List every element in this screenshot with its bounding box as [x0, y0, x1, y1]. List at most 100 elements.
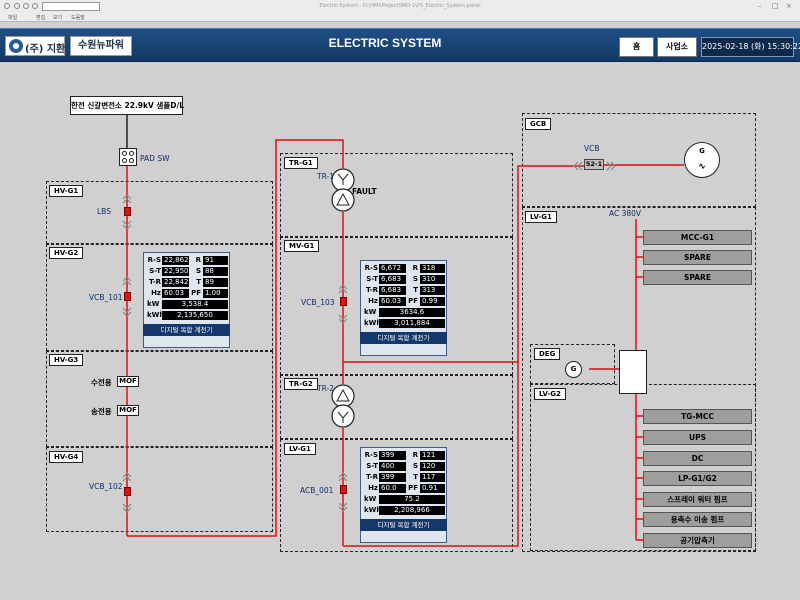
label-lv-g2: LV-G2 [534, 388, 566, 400]
meter-1-r: 91 [203, 256, 228, 265]
menu-view[interactable]: 보기 [53, 15, 63, 21]
close-icon[interactable]: × [786, 2, 792, 10]
maximize-icon[interactable]: □ [772, 2, 779, 10]
load-condensate-pump[interactable]: 용축수 이송 펌프 [643, 512, 752, 527]
generator-icon[interactable]: G∿ [684, 142, 720, 178]
deg-generator-label: G [570, 365, 577, 373]
minimize-icon[interactable]: – [758, 2, 762, 10]
lbs-label: LBS [97, 207, 111, 216]
meter-1-hz: 60.03 [162, 289, 189, 298]
mof-send[interactable]: MOF [117, 405, 139, 416]
page-title: ELECTRIC SYSTEM [328, 36, 442, 50]
bus-hv-to-tr1 [127, 139, 344, 537]
load-ups[interactable]: UPS [643, 430, 752, 445]
ac-voltage-label: AC 380V [609, 209, 642, 218]
meter-2-kwh: 3,011,884 [379, 319, 445, 328]
mof-receive[interactable]: MOF [117, 376, 139, 387]
meter-2-rs: 6,672 [379, 264, 406, 273]
label-deg: DEG [534, 348, 561, 360]
meter-2-r: 318 [420, 264, 445, 273]
vcb-102-label: VCB_102 [89, 482, 123, 491]
back-icon[interactable] [14, 3, 20, 9]
refresh-icon[interactable] [32, 3, 38, 9]
meter-2-t: 313 [420, 286, 445, 295]
meter-3-name: 디지털 복합 계전기 [360, 519, 447, 531]
meter-2-st: 6,683 [379, 275, 406, 284]
forward-icon[interactable] [23, 3, 29, 9]
datetime-display: 2025-02-18 (화) 15:30:22 [701, 37, 800, 57]
load-tg-mcc[interactable]: TG-MCC [643, 409, 752, 424]
bus-lv-return [343, 362, 519, 547]
group-gcb [522, 113, 756, 207]
address-field[interactable] [42, 2, 100, 11]
vcb-52-1-tag[interactable]: 52-1 [584, 159, 604, 170]
tr2-label: TR-2 [317, 384, 334, 393]
tr2-secondary [331, 404, 355, 428]
window-title: Electric System - D:\HMI\Project\IMO-1\P… [319, 3, 481, 9]
acb-001-breaker[interactable] [340, 485, 347, 494]
meter-2-pf: 0.99 [420, 297, 445, 306]
meter-3-tr: 399 [379, 473, 406, 482]
home-button[interactable]: 홈 [619, 37, 654, 57]
deg-generator-icon[interactable]: G [565, 361, 582, 378]
group-deg [530, 344, 615, 384]
load-spare-1[interactable]: SPARE [643, 250, 752, 265]
group-tr-g1 [280, 153, 513, 237]
load-spray-water-pump[interactable]: 스프레이 워터 펌프 [643, 492, 752, 507]
vcb-102-breaker[interactable] [124, 487, 131, 496]
menu-help[interactable]: 도움말 [71, 15, 85, 21]
meter-2-kw: 3634.6 [379, 308, 445, 317]
fault-label: FAULT [352, 187, 377, 196]
load-air-compressor[interactable]: 공기압축기 [643, 533, 752, 548]
vcb-101-breaker[interactable] [124, 292, 131, 301]
label-mv-g1: MV-G1 [284, 240, 320, 252]
acb-001-label: ACB_001 [300, 486, 334, 495]
label-lv-g1: LV-G1 [284, 443, 316, 455]
single-line-diagram: 한전 신갈변전소 22.9kV 샘플D/L PAD SW HV-G1 HV-G2… [0, 64, 800, 600]
meter-1-kwh: 2,135,650 [162, 311, 228, 320]
label-hv-g3: HV-G3 [49, 354, 84, 366]
group-lv-g1-right [522, 207, 756, 552]
meter-3-t: 117 [420, 473, 445, 482]
recv-label: 수전용 [91, 378, 112, 387]
meter-1-st: 22,950 [162, 267, 189, 276]
vcb-103-label: VCB_103 [301, 298, 335, 307]
label-lv-g1-right: LV-G1 [525, 211, 557, 223]
meter-3-kw: 75.2 [379, 495, 445, 504]
meter-3-st: 400 [379, 462, 406, 471]
meter-1-s: 88 [203, 267, 228, 276]
pad-switch[interactable] [119, 148, 137, 166]
load-lp-g1-g2[interactable]: LP-G1/G2 [643, 471, 752, 486]
bus-mv-to-gcb [343, 165, 584, 363]
tr2-primary [331, 384, 355, 408]
group-tr-g2 [280, 375, 513, 439]
meter-3-pf: 0.91 [420, 484, 445, 493]
meter-2-hz: 60.03 [379, 297, 406, 306]
group-lv-g1 [280, 439, 513, 552]
site-button[interactable]: 사업소 [657, 37, 697, 57]
lbs-breaker[interactable] [124, 207, 131, 216]
menu-edit[interactable]: 편집 [36, 15, 46, 21]
meter-3-kwh: 2,208,966 [379, 506, 445, 515]
load-spare-2[interactable]: SPARE [643, 270, 752, 285]
transfer-switch[interactable] [619, 350, 647, 394]
logo-text: (주) 지환 [25, 44, 66, 55]
meter-3-s: 120 [420, 462, 445, 471]
meter-1-rs: 22,862 [162, 256, 189, 265]
company-logo: (주) 지환 [5, 36, 65, 56]
vcb-103-breaker[interactable] [340, 297, 347, 306]
label-hv-g4: HV-G4 [49, 451, 84, 463]
load-mcc-g1[interactable]: MCC-G1 [643, 230, 752, 245]
header-bar: (주) 지환 수원뉴파워 ELECTRIC SYSTEM 홈 사업소 2025-… [0, 28, 800, 62]
source-label: 한전 신갈변전소 22.9kV 샘플D/L [70, 96, 184, 115]
generator-label: G [699, 147, 705, 155]
pad-sw-label: PAD SW [140, 154, 170, 163]
load-dc[interactable]: DC [643, 451, 752, 466]
menu-file[interactable]: 파일 [8, 15, 18, 21]
label-hv-g2: HV-G2 [49, 247, 84, 259]
label-tr-g2: TR-G2 [284, 378, 318, 390]
group-hv-g1 [46, 181, 273, 244]
